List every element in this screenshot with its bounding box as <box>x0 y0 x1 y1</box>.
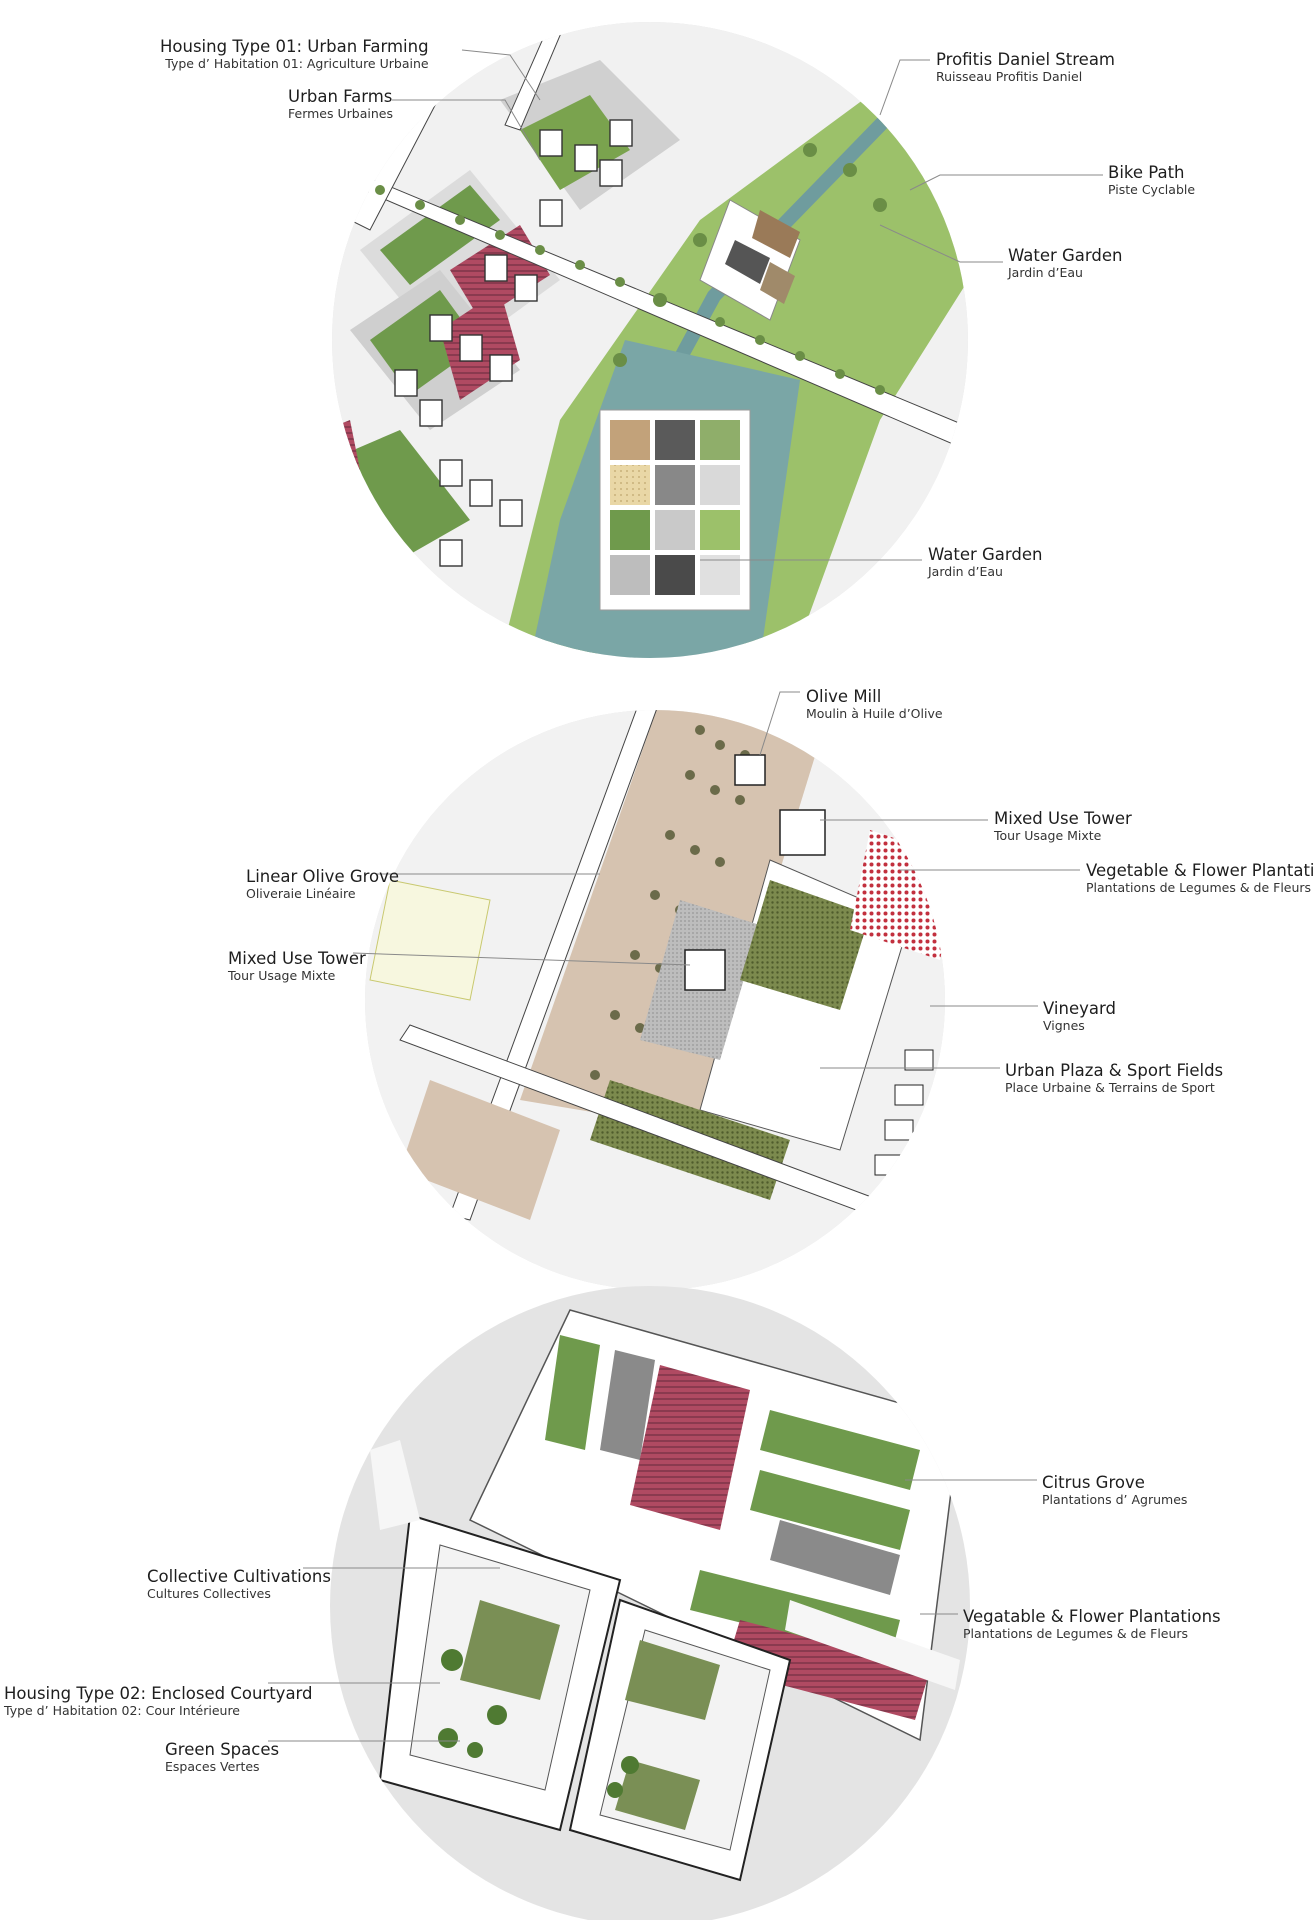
label-urban-farms-fr: Fermes Urbaines <box>288 105 393 121</box>
label-olive-mill: Olive Mill Moulin à Huile d’Olive <box>806 687 943 721</box>
label-water-garden-2-fr: Jardin d’Eau <box>928 563 1003 579</box>
label-vegetable-flower-1-fr: Plantations de Legumes & de Fleurs <box>1086 879 1312 895</box>
label-water-garden-1: Water Garden Jardin d’Eau <box>1008 246 1123 280</box>
courtyard-housing <box>378 1513 792 1882</box>
cultivation-beds <box>600 1350 900 1595</box>
olive-grove-band <box>520 710 820 1130</box>
label-housing-type-02-en: Housing Type 02: Enclosed Courtyard <box>4 1684 313 1703</box>
label-mixed-use-tower-1-en: Mixed Use Tower <box>994 809 1132 828</box>
label-bike-path: Bike Path Piste Cyclable <box>1108 163 1196 197</box>
label-mixed-use-tower-2: Mixed Use Tower Tour Usage Mixte <box>228 949 366 983</box>
bottom-roads <box>370 1440 960 1690</box>
label-mixed-use-tower-1-fr: Tour Usage Mixte <box>994 827 1102 843</box>
tower-footprints <box>684 754 826 991</box>
label-citrus-grove-fr: Plantations d’ Agrumes <box>1042 1491 1188 1507</box>
label-stream-fr: Ruisseau Profitis Daniel <box>936 68 1083 84</box>
label-linear-olive-grove: Linear Olive Grove Oliveraie Linéaire <box>246 867 400 901</box>
leader-stream <box>879 59 930 116</box>
leader-water-garden-1 <box>879 224 1003 263</box>
dotted-field <box>369 879 491 1001</box>
label-water-garden-2: Water Garden Jardin d’Eau <box>928 545 1043 579</box>
label-urban-farms-en: Urban Farms <box>288 87 393 106</box>
label-housing-type-01-en: Housing Type 01: Urban Farming <box>160 37 429 56</box>
label-housing-type-01: Housing Type 01: Urban Farming Type d’ H… <box>160 37 429 71</box>
label-bike-path-en: Bike Path <box>1108 163 1185 182</box>
leader-housing-type-01 <box>461 49 541 101</box>
label-vineyard: Vineyard Vignes <box>1043 999 1116 1033</box>
label-water-garden-1-fr: Jardin d’Eau <box>1008 264 1083 280</box>
label-vegetable-flower-1: Vegetable & Flower Plantations Plantatio… <box>1086 861 1315 895</box>
label-mixed-use-tower-1: Mixed Use Tower Tour Usage Mixte <box>994 809 1132 843</box>
label-vegetable-flower-1-en: Vegetable & Flower Plantations <box>1086 861 1315 880</box>
flower-beds <box>630 1365 930 1720</box>
label-housing-type-01-fr: Type d’ Habitation 01: Agriculture Urbai… <box>165 55 429 71</box>
label-olive-grove-fr: Oliveraie Linéaire <box>246 885 356 901</box>
label-collective-cultivations: Collective Cultivations Cultures Collect… <box>147 1567 331 1601</box>
label-mixed-use-tower-2-fr: Tour Usage Mixte <box>228 967 336 983</box>
right-housing-strip <box>874 1049 934 1176</box>
label-collective-en: Collective Cultivations <box>147 1567 331 1586</box>
label-water-garden-2-en: Water Garden <box>928 545 1043 564</box>
panel-middle-plan <box>365 710 945 1290</box>
label-stream-en: Profitis Daniel Stream <box>936 50 1116 69</box>
label-urban-farms: Urban Farms Fermes Urbaines <box>288 87 393 121</box>
panel-bottom-plan <box>330 1286 970 1920</box>
label-housing-type-02-fr: Type d’ Habitation 02: Cour Intérieure <box>4 1702 240 1718</box>
label-vegetable-flower-2-fr: Plantations de Legumes & de Fleurs <box>963 1625 1189 1641</box>
label-olive-grove-en: Linear Olive Grove <box>246 867 400 886</box>
leader-mixed-use-tower-2 <box>352 952 691 966</box>
label-urban-plaza-en: Urban Plaza & Sport Fields <box>1005 1061 1224 1080</box>
olive-patch-lower <box>400 1080 560 1220</box>
label-housing-type-02: Housing Type 02: Enclosed Courtyard Type… <box>4 1684 313 1718</box>
label-water-garden-1-en: Water Garden <box>1008 246 1123 265</box>
label-citrus-grove: Citrus Grove Plantations d’ Agrumes <box>1042 1473 1188 1507</box>
label-vegetable-flower-2-en: Vegatable & Flower Plantations <box>963 1607 1221 1626</box>
housing-footprints <box>394 119 633 567</box>
leader-olive-mill <box>759 691 800 756</box>
label-profitis-daniel-stream: Profitis Daniel Stream Ruisseau Profitis… <box>936 50 1116 84</box>
label-vineyard-fr: Vignes <box>1043 1017 1085 1033</box>
label-mixed-use-tower-2-en: Mixed Use Tower <box>228 949 366 968</box>
label-green-spaces-fr: Espaces Vertes <box>165 1758 260 1774</box>
leader-lines <box>268 49 1103 1742</box>
leader-bike-path <box>909 174 1103 191</box>
label-urban-plaza-fr: Place Urbaine & Terrains de Sport <box>1005 1079 1215 1095</box>
label-citrus-grove-en: Citrus Grove <box>1042 1473 1145 1492</box>
label-vineyard-en: Vineyard <box>1043 999 1116 1018</box>
label-vegetable-flower-2: Vegatable & Flower Plantations Plantatio… <box>963 1607 1221 1641</box>
water-garden-grid-upper <box>699 199 801 321</box>
label-green-spaces: Green Spaces Espaces Vertes <box>165 1740 280 1774</box>
vineyard-field <box>740 880 870 1010</box>
label-bike-path-fr: Piste Cyclable <box>1108 181 1196 197</box>
street-trees-top <box>375 143 887 395</box>
label-urban-plaza: Urban Plaza & Sport Fields Place Urbaine… <box>1005 1061 1224 1095</box>
panel-top-plan <box>332 22 968 658</box>
label-collective-fr: Cultures Collectives <box>147 1585 271 1601</box>
label-olive-mill-en: Olive Mill <box>806 687 882 706</box>
label-olive-mill-fr: Moulin à Huile d’Olive <box>806 705 943 721</box>
water-garden-grid-lower <box>599 409 751 611</box>
label-green-spaces-en: Green Spaces <box>165 1740 280 1759</box>
green-space-trees <box>438 1649 639 1798</box>
leader-urban-farms <box>392 99 541 161</box>
